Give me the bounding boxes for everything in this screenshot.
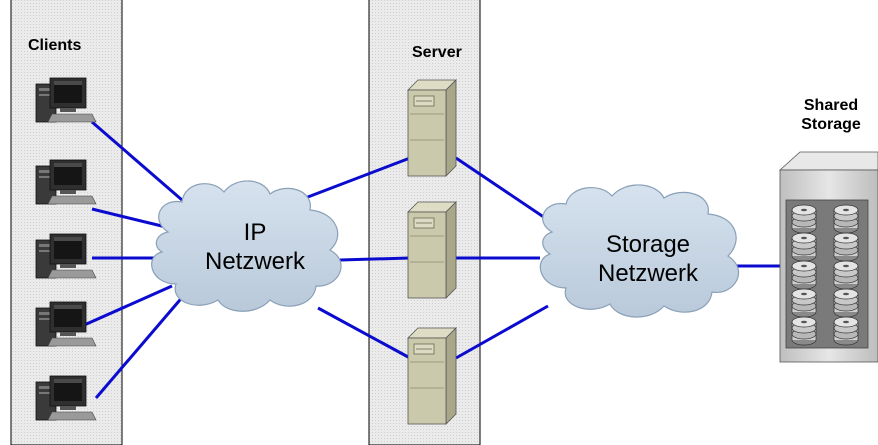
ip-network-label: IP Netzwerk [190,218,320,276]
disk-stack-5 [791,260,817,290]
shared-storage-label-line2: Storage [801,116,861,133]
link-client2-ip [91,207,171,230]
clients-panel [10,0,123,445]
disk-stack-8 [833,288,859,318]
server-tower-3 [407,327,457,425]
link-client1-ip [91,120,183,202]
shared-storage-label: Shared Storage [788,96,874,134]
storage-network-cloud [539,184,740,318]
ip-network-label-line2: Netzwerk [204,248,306,275]
server-tower-2 [407,201,457,299]
shared-storage-label-line1: Shared [803,97,859,114]
link-server3-storage [455,304,549,360]
disk-stack-3 [791,232,817,262]
ip-network-cloud [151,180,342,312]
disk-stack-4 [833,232,859,262]
disk-stack-2 [833,204,859,234]
storage-network-label-line2: Netzwerk [597,260,699,287]
clients-label: Clients [28,37,82,54]
server-label: Server [412,44,462,61]
storage-network-label: Storage Netzwerk [578,230,718,288]
server-tower-1 [407,79,457,177]
link-client5-ip [94,293,187,399]
link-ip-server3 [317,306,411,360]
disk-stack-10 [833,316,859,346]
link-ip-server2 [339,256,411,262]
disk-stack-7 [791,288,817,318]
storage-network-label-line1: Storage [605,231,691,258]
disk-stack-6 [833,260,859,290]
network-links [81,120,780,399]
disk-stack-9 [791,316,817,346]
ip-network-label-line1: IP [243,219,267,246]
link-ip-server1 [299,156,411,202]
link-client4-ip [81,284,173,328]
disk-stack-1 [791,204,817,234]
